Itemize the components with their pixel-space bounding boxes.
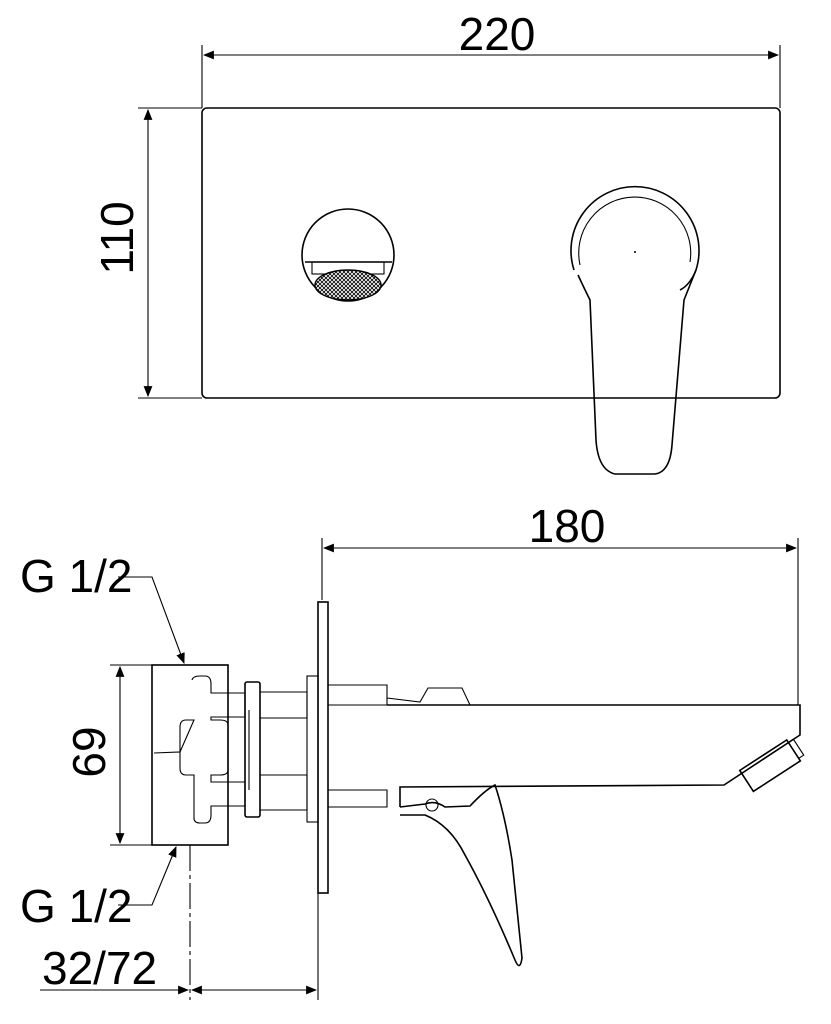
inlet-top-label: G 1/2 [20, 550, 133, 602]
height-dimension: 110 [91, 107, 202, 399]
aerator-mesh-icon [314, 269, 382, 301]
concealed-body [151, 601, 329, 894]
front-view: 220 110 [91, 8, 781, 475]
height-dimension-label: 110 [91, 201, 143, 274]
spout [328, 684, 805, 808]
inlet-top-callout: G 1/2 [20, 550, 185, 665]
handle-lever-side [399, 783, 523, 967]
side-view: 180 69 G 1/2 G 1/2 32/72 [20, 500, 805, 1000]
body-height-label: 69 [63, 726, 115, 777]
spout-length-dimension: 180 [321, 500, 799, 705]
wall-depth-dimension: 32/72 [40, 845, 319, 1000]
width-dimension: 220 [201, 8, 781, 108]
spout-length-label: 180 [529, 500, 606, 552]
wall-depth-label: 32/72 [42, 942, 157, 994]
spout-outlet [301, 208, 395, 302]
body-height-dimension: 69 [63, 664, 152, 846]
inlet-bottom-label: G 1/2 [20, 880, 133, 932]
width-dimension-label: 220 [459, 8, 536, 60]
handle-lever [570, 185, 700, 475]
wall-plate [201, 107, 781, 399]
aerator [738, 738, 805, 793]
inlet-bottom-callout: G 1/2 [20, 845, 177, 932]
